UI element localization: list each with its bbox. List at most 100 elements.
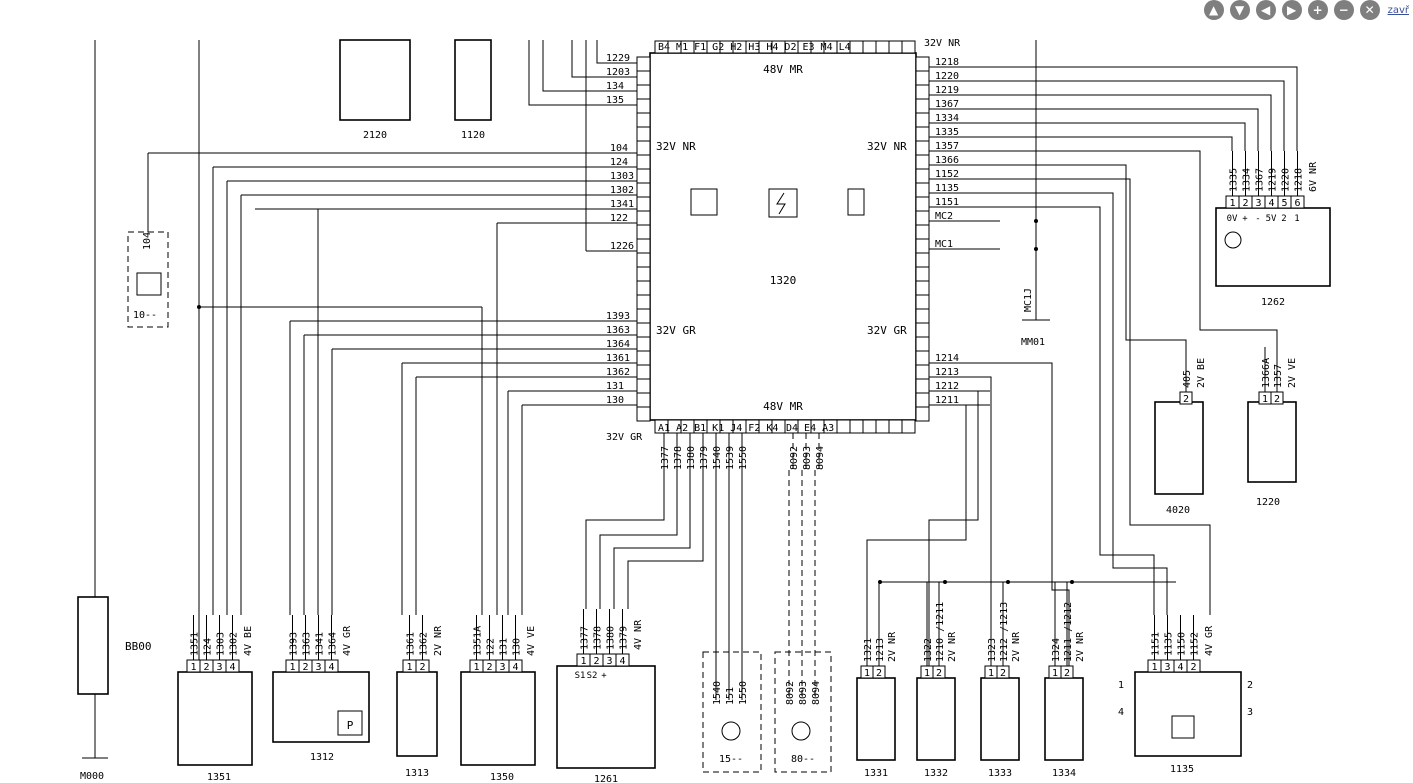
wire-label-1357: 1357 xyxy=(935,141,959,152)
junction-dot xyxy=(1034,219,1038,223)
wire-label-1203: 1203 xyxy=(606,67,630,78)
wire-label-135: 135 xyxy=(606,95,624,106)
wire-1380-route xyxy=(613,470,691,609)
ecu-right-pin xyxy=(915,266,930,282)
component-1351-pin-label: 4 xyxy=(229,662,235,673)
component-1262-pin-label: 2 xyxy=(1242,198,1248,209)
ecu-left-pin xyxy=(636,280,651,296)
ecu-bottom-label: 48V MR xyxy=(763,400,803,413)
wire-to-1262 xyxy=(1000,94,1272,151)
mc1j-label: MC1J xyxy=(1023,288,1034,312)
ecu-left-pin xyxy=(636,364,651,380)
ecu-bottom-pin xyxy=(875,419,890,434)
wire-label-1135: 1135 xyxy=(935,183,959,194)
component-1350 xyxy=(460,671,536,766)
component-15-wire-label: 151 xyxy=(725,687,736,705)
injector-1334-label: 1334 xyxy=(1052,768,1076,779)
ecu-left-pin xyxy=(636,336,651,352)
ecu-left-pin xyxy=(636,266,651,282)
zoom-out-button[interactable]: − xyxy=(1333,0,1354,20)
ecu-left-pin xyxy=(636,210,651,226)
ecu-right-pin xyxy=(915,70,930,86)
wire-1366-to-4020 xyxy=(1000,164,1187,347)
wire-label-104: 104 xyxy=(610,143,628,154)
wire-label-8094: 8094 xyxy=(815,446,826,470)
component-4020-conn-label: 2V BE xyxy=(1196,358,1207,388)
injector-conn-label: 2V NR xyxy=(1011,631,1022,662)
component-1313-pin-label: 2 xyxy=(419,662,425,673)
wire-to-1262 xyxy=(1000,136,1233,151)
close-link[interactable]: zavř xyxy=(1387,4,1409,16)
wire-to-1262 xyxy=(1000,66,1298,151)
component-1350-pin-label: 4 xyxy=(512,662,518,673)
component-1262-label: 1262 xyxy=(1261,297,1285,308)
nav-up-button[interactable]: ▲ xyxy=(1203,0,1224,20)
component-1351-label: 1351 xyxy=(207,772,231,783)
ecu-left-pin xyxy=(636,308,651,324)
ecu-right-pin xyxy=(915,154,930,170)
component-1312-pin-label: 3 xyxy=(315,662,321,673)
component-1351-pin-label: 2 xyxy=(203,662,209,673)
fuse-10-box xyxy=(127,231,169,328)
ecu-right-pin xyxy=(915,378,930,394)
ecu-right-pin xyxy=(915,280,930,296)
component-80-wire-label: 8094 xyxy=(811,681,822,705)
wire-label-1367: 1367 xyxy=(935,99,959,110)
component-1261-mark: S1 xyxy=(575,671,586,681)
component-1312-pin-label: 2 xyxy=(302,662,308,673)
component-1262-conn-label: 6V NR xyxy=(1308,161,1319,192)
injector-pin-label: 2 xyxy=(936,668,942,679)
wire-label-MC1: MC1 xyxy=(935,239,953,250)
component-1261-wire-label: 1377 xyxy=(580,626,591,650)
injector-conn-label: 2V NR xyxy=(947,631,958,662)
ecu-left-pin xyxy=(636,98,651,114)
injector-wire-label: 1321 xyxy=(863,638,874,662)
wire-label-1229: 1229 xyxy=(606,53,630,64)
ecu-left-pin xyxy=(636,406,651,422)
wire-label-1152: 1152 xyxy=(935,169,959,180)
ecu-top-pin xyxy=(875,40,890,54)
component-1262-wire-label: 1335 xyxy=(1229,168,1240,192)
ecu-right-pin xyxy=(915,210,930,226)
ecu-right-pin xyxy=(915,364,930,380)
component-1312-pin-label: 4 xyxy=(328,662,334,673)
wire-134 xyxy=(542,40,637,92)
nav-down-button[interactable]: ▼ xyxy=(1229,0,1250,20)
nav-left-button[interactable]: ◀ xyxy=(1255,0,1276,20)
component-1220-pin xyxy=(1270,391,1284,405)
ecu-top-pin xyxy=(862,40,877,54)
wire-label-1540: 1540 xyxy=(712,446,723,470)
wire-1203 xyxy=(571,40,637,78)
wire-1378-route xyxy=(599,470,678,609)
ecu-left-bottom-label: 32V GR xyxy=(656,324,696,337)
component-1313-label: 1313 xyxy=(405,768,429,779)
injector-1332-pin xyxy=(932,665,946,679)
wire-label-1539: 1539 xyxy=(725,446,736,470)
wire-1152-route xyxy=(1000,178,1211,615)
ecu-left-pin xyxy=(636,154,651,170)
injector-1332-label: 1332 xyxy=(924,768,948,779)
component-1262-mark: + xyxy=(1242,214,1248,224)
wire-to-1262 xyxy=(1000,122,1246,151)
wire-label-1302: 1302 xyxy=(610,185,634,196)
wire-label-1303: 1303 xyxy=(610,171,634,182)
component-1262-wire-label: 1220 xyxy=(1281,168,1292,192)
component-1262-mark: 1 xyxy=(1294,214,1299,224)
ecu-bottom-pin-labels-b: D4 E4 A3 xyxy=(786,423,834,434)
ecu-top-right-label: 32V NR xyxy=(924,38,961,49)
wire-label-1380: 1380 xyxy=(686,446,697,470)
component-1350-wire-label: 130 xyxy=(512,638,523,656)
ecu-left-pin xyxy=(636,196,651,212)
close-button[interactable]: ✕ xyxy=(1359,0,1380,20)
wire-label-1211: 1211 xyxy=(935,395,959,406)
component-1350-pin-label: 1 xyxy=(473,662,479,673)
component-15-label: 15-- xyxy=(719,754,743,765)
zoom-in-button[interactable]: + xyxy=(1307,0,1328,20)
component-1261-pin-label: 3 xyxy=(606,656,612,667)
component-1261-wire-label: 1380 xyxy=(606,626,617,650)
component-layer xyxy=(77,39,1331,773)
nav-right-button[interactable]: ▶ xyxy=(1281,0,1302,20)
component-1313-pin-label: 1 xyxy=(406,662,412,673)
fuse-10-label: 10-- xyxy=(133,310,157,321)
component-1350-conn-label: 4V VE xyxy=(526,626,537,656)
